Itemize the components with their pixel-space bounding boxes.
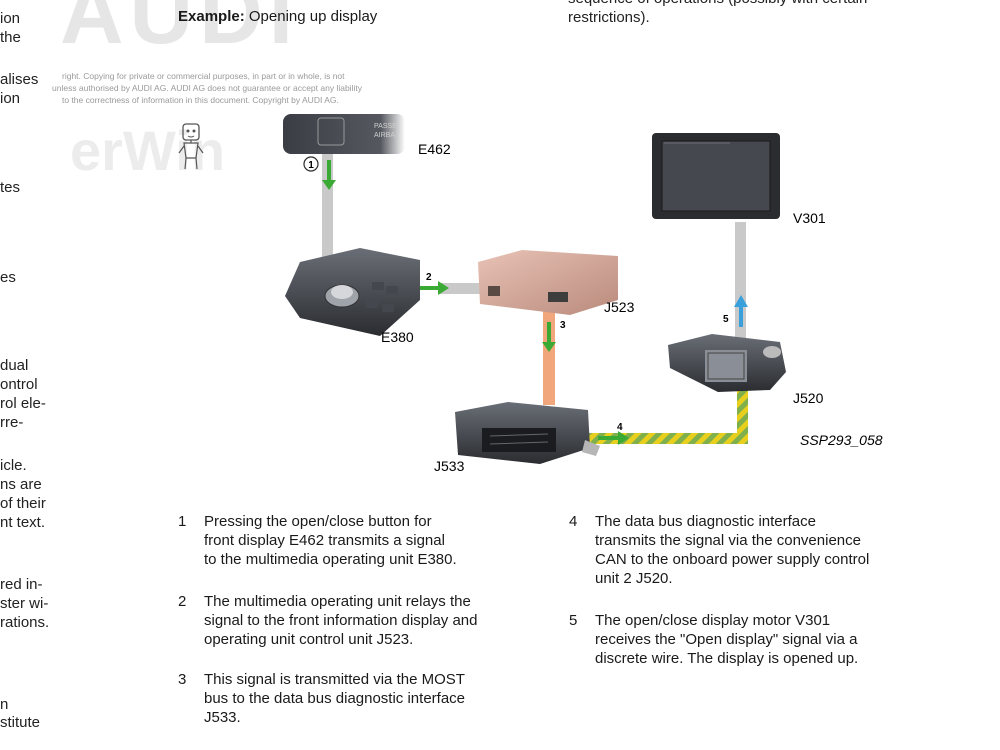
left-fragment: n <box>0 696 9 713</box>
step-number: 1 <box>178 513 187 530</box>
left-fragment: ion <box>0 10 21 27</box>
left-fragment: tes <box>0 179 21 196</box>
step-1-badge <box>303 156 319 172</box>
top-right-text-line-1: sequence of operations (possibly with ce… <box>568 0 867 8</box>
step-number: 5 <box>569 612 578 629</box>
left-fragment: of their <box>0 495 46 512</box>
left-fragment: ster wi- <box>0 595 49 612</box>
green-arrow-down-3 <box>542 322 556 352</box>
left-fragment: ns are <box>0 476 42 493</box>
label-v301: V301 <box>793 210 826 226</box>
left-fragment: stitute <box>0 714 41 731</box>
green-arrow-right-2 <box>418 281 449 295</box>
step-item-2: 2 The multimedia operating unit relays t… <box>178 592 568 652</box>
example-heading-bold: Example: <box>178 8 245 25</box>
green-arrow-down-1 <box>322 160 336 190</box>
step-number: 2 <box>178 593 187 610</box>
j533-diagnostic-interface <box>455 402 600 464</box>
step-text: The data bus diagnostic interface transm… <box>595 513 870 587</box>
wire-e462-e380 <box>322 150 333 260</box>
step-item-5: 5 The open/close display motor V301 rece… <box>569 611 989 671</box>
label-j523: J523 <box>604 299 635 315</box>
erwin-mascot-icon <box>176 120 206 172</box>
left-fragment: ion <box>0 90 21 107</box>
step-item-1: 1 Pressing the open/close button for fro… <box>178 512 568 572</box>
label-e380: E380 <box>381 329 414 345</box>
label-e462: E462 <box>418 141 451 157</box>
figure-code: SSP293_058 <box>800 432 883 448</box>
step-number: 4 <box>569 513 578 530</box>
left-fragment: dual <box>0 357 29 374</box>
e380-operating-unit <box>285 248 420 336</box>
step-text: Pressing the open/close button for front… <box>204 513 457 568</box>
left-fragment: rre- <box>0 414 24 431</box>
can-bus-horizontal <box>582 433 748 444</box>
copyright-notice-line-1: right. Copying for private or commercial… <box>62 71 345 81</box>
step-text: The open/close display motor V301 receiv… <box>595 612 859 667</box>
left-fragment: es <box>0 269 16 286</box>
j523-control-unit <box>478 250 618 315</box>
example-heading: Example: Opening up display <box>178 8 377 25</box>
left-fragment: the <box>0 29 21 46</box>
step-number: 3 <box>178 671 187 688</box>
wire-e380-j523 <box>440 283 482 294</box>
can-bus-vertical <box>737 384 748 444</box>
left-fragment: ontrol <box>0 376 38 393</box>
step-text: This signal is transmitted via the MOST … <box>204 671 466 726</box>
step-5-number: 5 <box>723 314 729 325</box>
left-fragment: alises <box>0 71 39 88</box>
label-j533: J533 <box>434 458 465 474</box>
step-item-3: 3 This signal is transmitted via the MOS… <box>178 670 568 730</box>
discrete-wire-j520-v301 <box>735 222 746 338</box>
copyright-notice-line-3: to the correctness of information in thi… <box>62 95 339 105</box>
step-1-number: 1 <box>308 160 314 171</box>
step-4-number: 4 <box>617 422 623 433</box>
green-arrow-right-4 <box>598 431 629 445</box>
step-3-number: 3 <box>560 320 566 331</box>
left-fragment: red in- <box>0 576 43 593</box>
copyright-notice-line-2: unless authorised by AUDI AG. AUDI AG do… <box>52 83 362 93</box>
label-j520: J520 <box>793 390 824 406</box>
switch-label-airba: AIRBA <box>374 132 395 139</box>
left-fragment: rol ele- <box>0 395 46 412</box>
signal-flow-diagram: PASSE AIRBA 1 2 <box>283 114 883 474</box>
audi-watermark: AUDI <box>60 0 300 62</box>
step-item-4: 4 The data bus diagnostic interface tran… <box>569 512 989 592</box>
example-heading-rest: Opening up display <box>244 8 378 25</box>
left-fragment: rations. <box>0 614 50 631</box>
step-2-number: 2 <box>426 272 432 283</box>
blue-arrow-up-5 <box>734 295 748 327</box>
left-fragment: icle. <box>0 457 27 474</box>
top-right-text-line-2: restrictions). <box>568 9 650 26</box>
most-bus-j523-j533 <box>543 307 555 405</box>
step-text: The multimedia operating unit relays the… <box>204 593 478 648</box>
switch-label-passe: PASSE <box>374 123 397 130</box>
v301-display-monitor <box>652 133 780 219</box>
left-fragment: nt text. <box>0 514 46 531</box>
e462-switch-device: PASSE AIRBA <box>283 114 405 154</box>
j520-control-unit <box>668 334 786 392</box>
